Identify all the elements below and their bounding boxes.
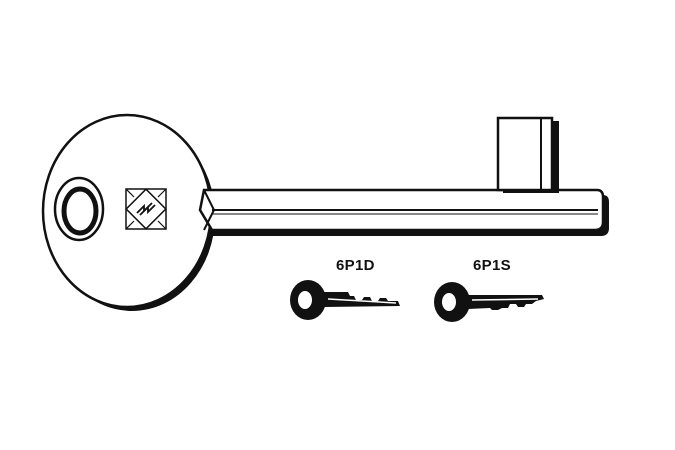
mini-key-6p1s: [434, 282, 544, 322]
variant-label-6p1s: 6P1S: [473, 257, 511, 274]
variant-label-6p1d: 6P1D: [336, 257, 375, 274]
mini-key-blade: [468, 295, 544, 310]
key-bit: [496, 116, 554, 192]
diamond-arrows-logo: [125, 188, 167, 230]
bow-hole-inner: [61, 186, 99, 236]
mini-key-blade: [324, 292, 400, 307]
mini-key-hole: [298, 291, 312, 309]
mini-key-hole: [442, 293, 456, 311]
mini-key-6p1d: [290, 280, 400, 320]
